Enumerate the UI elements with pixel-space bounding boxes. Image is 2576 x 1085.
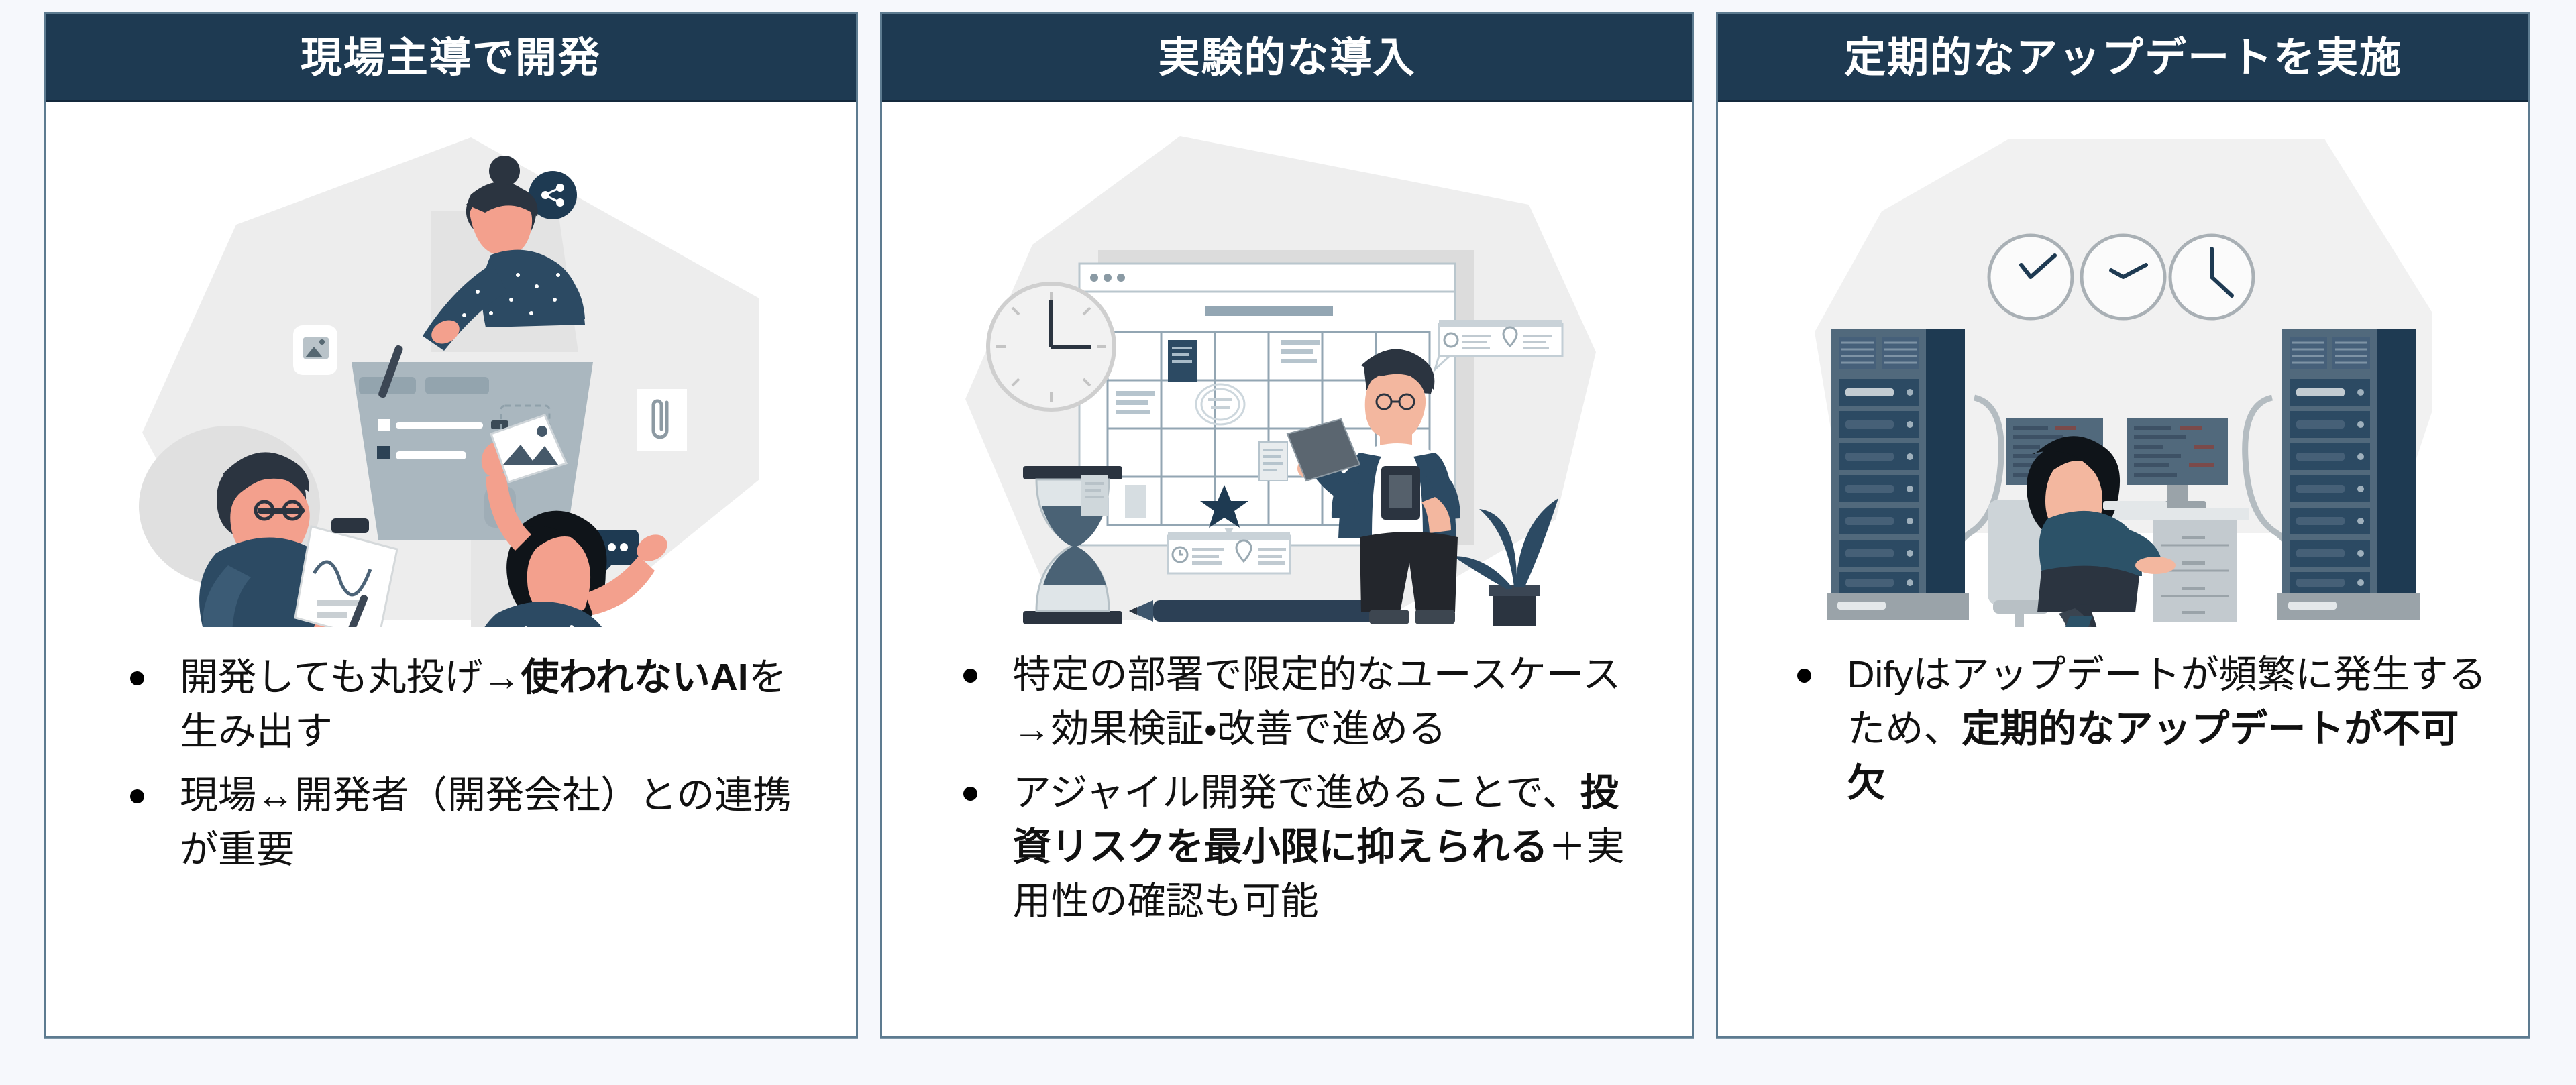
list-item: 特定の部署で限定的なユースケース→効果検証・改善で進める	[932, 648, 1654, 756]
list-item: 現場↔開発者（開発会社）との連携が重要	[99, 768, 817, 877]
card-header-title: 定期的なアップデートを実施	[1718, 14, 2529, 103]
bullet-list: 開発しても丸投げ→使われないAIを生み出す現場↔開発者（開発会社）との連携が重要	[46, 638, 856, 893]
list-item: 開発しても丸投げ→使われないAIを生み出す	[99, 650, 817, 759]
bullet-list: Difyはアップデートが頻繁に発生するため、定期的なアップデートが不可欠	[1718, 638, 2528, 827]
card-body: 開発しても丸投げ→使われないAIを生み出す現場↔開発者（開発会社）との連携が重要	[46, 102, 856, 1036]
card-jikkenteki-donyu: 実験的な導入	[879, 12, 1695, 1038]
card-body: Difyはアップデートが頻繁に発生するため、定期的なアップデートが不可欠	[1718, 102, 2528, 1036]
card-genba-shudo: 現場主導で開発	[44, 12, 858, 1038]
card-teikiteki-update: 定期的なアップデートを実施	[1716, 12, 2531, 1038]
list-item: Difyはアップデートが頻繁に発生するため、定期的なアップデートが不可欠	[1766, 648, 2489, 811]
team-collaboration-illustration	[46, 102, 856, 638]
bullet-list: 特定の部署で限定的なユースケース→効果検証・改善で進めるアジャイル開発で進めるこ…	[882, 638, 1693, 945]
schedule-planning-illustration	[882, 102, 1693, 638]
server-room-maintenance-illustration	[1718, 102, 2528, 638]
list-item: アジャイル開発で進めることで、投資リスクを最小限に抑えられる＋実用性の確認も可能	[932, 766, 1654, 929]
card-body: 特定の部署で限定的なユースケース→効果検証・改善で進めるアジャイル開発で進めるこ…	[882, 102, 1693, 1036]
card-header-title: 現場主導で開発	[46, 14, 856, 103]
card-header-title: 実験的な導入	[881, 14, 1693, 103]
